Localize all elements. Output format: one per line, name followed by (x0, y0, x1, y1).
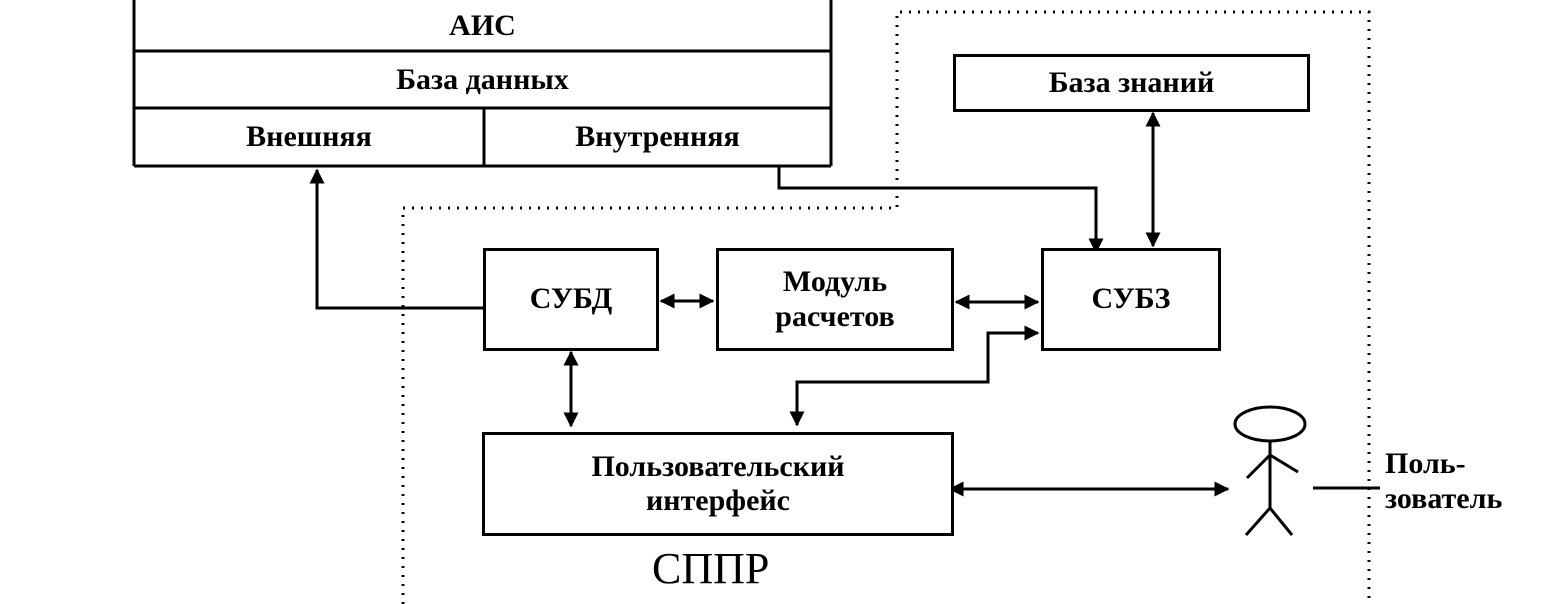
dss-label: СППР (652, 544, 770, 593)
arrow-subz-ui (789, 325, 1040, 427)
dbms-box: СУБД (483, 248, 659, 351)
arrow-internal-subz (777, 166, 1104, 254)
knowledge-base-box: База знаний (953, 54, 1310, 112)
arrow-subd-external (309, 168, 484, 310)
dss-boundary (401, 10, 1371, 604)
internal-db-cell: Внутренняя (575, 120, 740, 153)
calculation-module-box: Модуль расчетов (716, 248, 954, 351)
ais-table-lines (132, 0, 833, 168)
kbms-box: СУБЗ (1041, 248, 1221, 351)
user-interface-box: Пользовательский интерфейс (482, 432, 954, 536)
ais-title: АИС (449, 8, 516, 42)
external-db-cell: Внешняя (246, 120, 372, 153)
person-icon (1233, 405, 1307, 536)
user-label: Поль- зователь (1385, 447, 1503, 515)
database-label: База данных (396, 62, 569, 96)
